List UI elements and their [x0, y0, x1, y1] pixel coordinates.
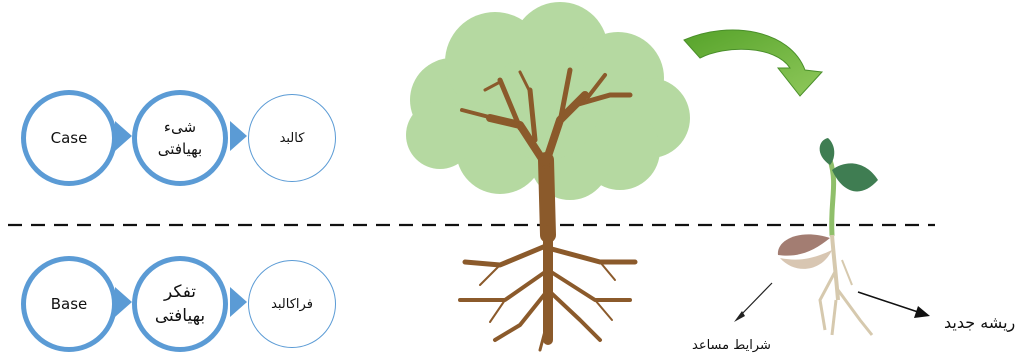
top-connector-1 [115, 121, 132, 151]
bottom-connector-2 [230, 287, 247, 317]
new-root-arrow [858, 292, 918, 312]
top-inner-circle: کالبد [248, 94, 336, 182]
conditions-arrow [738, 283, 772, 318]
sprout-leaf-right [832, 163, 878, 191]
bottom-connector-1 [115, 287, 132, 317]
new-root-label: ریشه جدید [944, 313, 1015, 332]
bottom-middle-circle: تفکر بهیافتی [132, 256, 228, 352]
curved-arrow-icon [684, 30, 822, 96]
seed [778, 234, 832, 269]
top-inner-label: کالبد [280, 131, 305, 146]
bottom-middle-label: تفکر بهیافتی [155, 280, 205, 328]
conditions-label: شرایط مساعد [692, 338, 771, 353]
bottom-outer-circle: Base [21, 256, 117, 352]
bottom-outer-label: Base [51, 295, 88, 313]
top-outer-label: Case [51, 129, 88, 147]
bottom-inner-label: فراکالبد [271, 297, 313, 312]
bottom-inner-circle: فراکالبد [248, 260, 336, 348]
tree-roots [460, 230, 635, 350]
top-outer-circle: Case [21, 90, 117, 186]
top-middle-label: شیء بهیافتی [158, 116, 202, 160]
sprout-leaf-left [820, 138, 835, 165]
sprout [820, 138, 878, 335]
top-connector-2 [230, 121, 247, 151]
top-middle-circle: شیء بهیافتی [132, 90, 228, 186]
